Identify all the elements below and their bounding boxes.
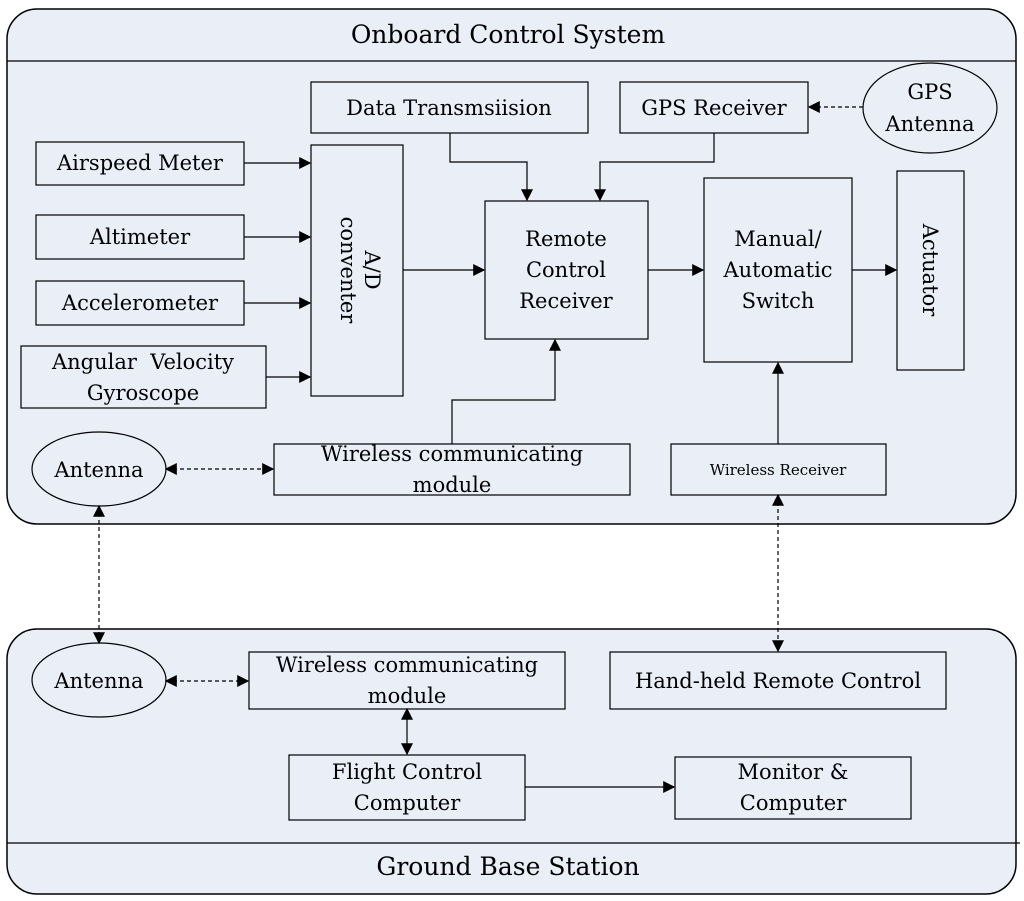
gyroscope-line1: Angular Velocity	[51, 350, 234, 374]
data-transmission-label: Data Transmsiision	[346, 96, 552, 120]
gps-antenna-ellipse: GPS Antenna	[862, 62, 998, 154]
remote-control-receiver-box: Remote Control Receiver	[484, 200, 649, 340]
gyroscope-line2: Gyroscope	[87, 381, 199, 405]
data-transmission-box: Data Transmsiision	[310, 81, 589, 134]
onboard-wireless-line1: Wireless communicating	[321, 442, 583, 466]
fcc-line1: Flight Control	[332, 760, 482, 784]
altimeter-label: Altimeter	[89, 225, 191, 249]
switch-line2: Automatic	[722, 258, 832, 282]
accelerometer-box: Accelerometer	[35, 280, 245, 326]
ad-converter-line1: A/D	[360, 249, 384, 289]
wireless-receiver-label: Wireless Receiver	[710, 461, 847, 479]
ground-wireless-line2: module	[368, 684, 447, 708]
onboard-title: Onboard Control System	[351, 20, 666, 49]
gps-receiver-label: GPS Receiver	[641, 96, 787, 120]
accelerometer-label: Accelerometer	[61, 291, 219, 315]
arrow-wireless-module-to-rcr	[451, 338, 561, 444]
gps-antenna-line1: GPS	[907, 80, 952, 104]
ground-wireless-module-box: Wireless communicating module	[248, 651, 566, 710]
switch-line3: Switch	[742, 289, 815, 313]
hand-held-remote-control-box: Hand-held Remote Control	[609, 651, 947, 710]
fcc-line2: Computer	[354, 791, 461, 815]
rcr-line2: Control	[526, 258, 606, 282]
gps-receiver-box: GPS Receiver	[619, 81, 809, 134]
actuator-label: Actuator	[918, 223, 942, 317]
ad-converter-line2: conventer	[336, 217, 360, 325]
ad-converter-box: A/D conventer	[310, 144, 404, 397]
rcr-line1: Remote	[525, 227, 607, 251]
wireless-receiver-box: Wireless Receiver	[670, 443, 887, 496]
ground-antenna-ellipse: Antenna	[31, 642, 167, 718]
airspeed-meter-label: Airspeed Meter	[56, 151, 224, 175]
altimeter-box: Altimeter	[35, 214, 245, 260]
angular-velocity-gyroscope-box: Angular Velocity Gyroscope	[20, 345, 267, 409]
monitor-line2: Computer	[740, 791, 847, 815]
onboard-antenna-ellipse: Antenna	[31, 431, 167, 507]
rcr-line3: Receiver	[519, 289, 613, 313]
onboard-antenna-label: Antenna	[53, 458, 143, 482]
actuator-box: Actuator	[896, 170, 965, 371]
ground-title: Ground Base Station	[376, 852, 639, 881]
arrow-gps-receiver-to-rcr	[594, 133, 715, 202]
monitor-line1: Monitor &	[738, 760, 849, 784]
switch-line1: Manual/	[734, 227, 822, 251]
onboard-wireless-line2: module	[413, 473, 492, 497]
gps-antenna-line2: Antenna	[884, 112, 974, 136]
ground-antenna-label: Antenna	[53, 669, 143, 693]
monitor-computer-box: Monitor & Computer	[674, 756, 912, 820]
ground-wireless-line1: Wireless communicating	[276, 653, 538, 677]
flight-control-computer-box: Flight Control Computer	[288, 754, 526, 821]
arrow-data-transmission-to-rcr	[449, 133, 533, 202]
airspeed-meter-box: Airspeed Meter	[35, 141, 245, 186]
manual-automatic-switch-box: Manual/ Automatic Switch	[703, 177, 853, 363]
hand-held-remote-label: Hand-held Remote Control	[635, 669, 921, 693]
onboard-wireless-module-box: Wireless communicating module	[273, 442, 631, 497]
